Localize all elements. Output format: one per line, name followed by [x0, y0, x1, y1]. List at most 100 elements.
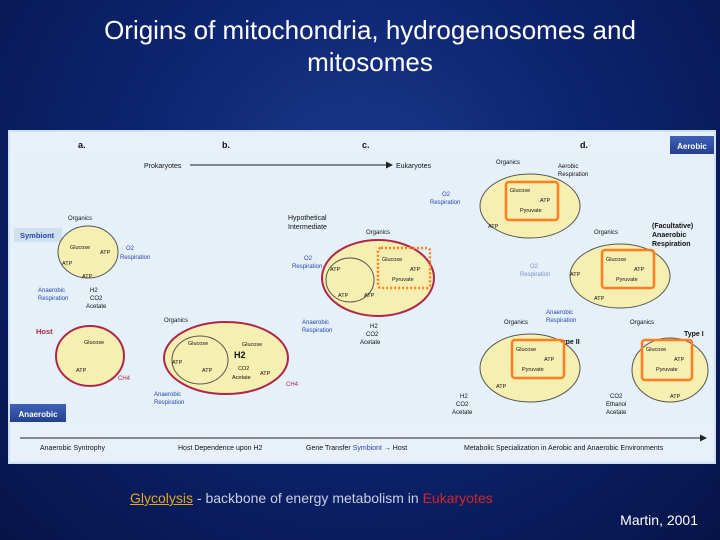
atp-text: ATP: [496, 384, 507, 390]
atp-text: ATP: [202, 368, 213, 374]
o2-text: O2: [126, 246, 135, 252]
atp-text: ATP: [674, 357, 685, 363]
pyruvate-text: Pyruvate: [522, 367, 544, 373]
organics-text: Organics: [366, 230, 390, 236]
glycolysis-term: Glycolysis: [130, 490, 194, 506]
glycolysis-highlight: [640, 338, 694, 382]
atp-text: ATP: [260, 371, 271, 377]
pyruvate-text: Pyruvate: [656, 367, 678, 373]
aerobic-resp-text: Respiration: [558, 172, 588, 178]
glucose-text: Glucose: [606, 257, 626, 263]
panel-b-label: b.: [222, 140, 230, 150]
hypothetical-label: Hypothetical: [288, 215, 327, 222]
glucose-text: Glucose: [84, 340, 104, 346]
type-i-cell: [631, 337, 709, 403]
atp-text: ATP: [364, 293, 375, 299]
glucose-text: Glucose: [382, 257, 402, 263]
aerobic-tab: [670, 136, 714, 154]
organics-text: Organics: [504, 320, 528, 326]
acetate-text: Acetate: [452, 410, 473, 416]
respiration-text: Respiration: [520, 272, 550, 278]
respiration-text: Respiration: [430, 200, 460, 206]
glucose-text: Glucose: [646, 347, 666, 353]
atp-text: ATP: [82, 274, 93, 280]
glycolysis-highlight: [504, 180, 560, 222]
facultative-label: (Facultative): [652, 223, 693, 230]
atp-text: ATP: [540, 198, 551, 204]
organics-text: Organics: [164, 318, 188, 324]
symbiont-cell: [171, 335, 229, 385]
glucose-text: Glucose: [242, 342, 262, 348]
atp-text: ATP: [634, 267, 645, 273]
glucose-text: Glucose: [510, 188, 530, 194]
facultative-cell: [569, 243, 671, 309]
glucose-text: Glucose: [516, 347, 536, 353]
host-dependence-label: Host Dependence upon H2: [178, 445, 263, 452]
h2-text: H2: [90, 288, 98, 294]
atp-text: ATP: [670, 394, 681, 400]
aerobic-resp-text: Aerobic: [558, 164, 578, 170]
host-label: Host: [36, 327, 53, 336]
symbiont-cell: [57, 225, 119, 279]
anaerobic-label: Anaerobic: [18, 410, 58, 419]
ethanol-text: Ethanol: [606, 402, 626, 408]
host-cell: [55, 325, 125, 387]
h2-text: H2: [370, 324, 378, 330]
atp-text: ATP: [570, 272, 581, 278]
co2-text: CO2: [366, 332, 379, 338]
panel-d-label: d.: [580, 140, 588, 150]
anaerobic-resp-text: Respiration: [546, 318, 576, 324]
h2-text: H2: [460, 394, 468, 400]
type-ii-label: Type II: [558, 339, 580, 346]
atp-text: ATP: [76, 368, 87, 374]
o2-text: O2: [530, 264, 539, 270]
acetate-text: Acetate: [360, 340, 381, 346]
eukaryotes-term: Eukaryotes: [422, 490, 493, 506]
organics-text: Organics: [496, 160, 520, 166]
acetate-text: Acetate: [232, 375, 251, 381]
o2-text: O2: [442, 192, 451, 198]
symbiont-label: Symbiont: [20, 231, 55, 240]
anaerobic-resp-text: Anaerobic: [546, 310, 573, 316]
eukaryotes-label: Eukaryotes: [396, 163, 432, 170]
evolution-figure: Aerobic a. b. c. d. Prokaryotes Eukaryot…: [8, 130, 716, 464]
pyruvate-text: Pyruvate: [392, 277, 414, 283]
respiration-text: Respiration: [120, 255, 150, 261]
organics-text: Organics: [630, 320, 654, 326]
slide-title: Origins of mitochondria, hydrogenosomes …: [104, 15, 636, 77]
glycolysis-highlight: [600, 248, 656, 290]
anaerobic-resp-text: Respiration: [38, 296, 68, 302]
gene-transfer-label: Gene Transfer Symbiont → Host: [306, 445, 407, 452]
panel-c-label: c.: [362, 140, 370, 150]
atp-text: ATP: [100, 250, 111, 256]
anaerobic-resp-text: Anaerobic: [154, 392, 181, 398]
slide-caption: Glycolysis - backbone of energy metaboli…: [130, 490, 493, 506]
co2-text: CO2: [90, 296, 103, 302]
glucose-text: Glucose: [188, 341, 208, 347]
glycolysis-highlight: [376, 246, 432, 290]
type-i-label: Type I: [684, 331, 704, 338]
atp-text: ATP: [544, 357, 555, 363]
atp-text: ATP: [488, 224, 499, 230]
anaerobic-resp-text: Respiration: [302, 328, 332, 334]
facultative-label: Respiration: [652, 241, 691, 248]
organics-text: Organics: [68, 216, 92, 222]
metabolic-specialization-label: Metabolic Specialization in Aerobic and …: [464, 445, 664, 452]
atp-text: ATP: [338, 293, 349, 299]
o2-text: O2: [304, 256, 313, 262]
atp-text: ATP: [172, 360, 183, 366]
pyruvate-text: Pyruvate: [616, 277, 638, 283]
symbiont-cell: [325, 257, 375, 303]
glycolysis-highlight: [510, 338, 566, 380]
atp-text: ATP: [330, 267, 341, 273]
citation: Martin, 2001: [620, 512, 698, 528]
acetate-text: Acetate: [606, 410, 627, 416]
atp-text: ATP: [594, 296, 605, 302]
anaerobic-tab: [10, 404, 66, 422]
organics-text: Organics: [594, 230, 618, 236]
atp-text: ATP: [410, 267, 421, 273]
co2-text: CO2: [238, 366, 249, 372]
prokaryotes-label: Prokaryotes: [144, 163, 182, 170]
glucose-text: Glucose: [70, 245, 90, 251]
caption-middle: - backbone of energy metabolism in: [193, 490, 423, 506]
